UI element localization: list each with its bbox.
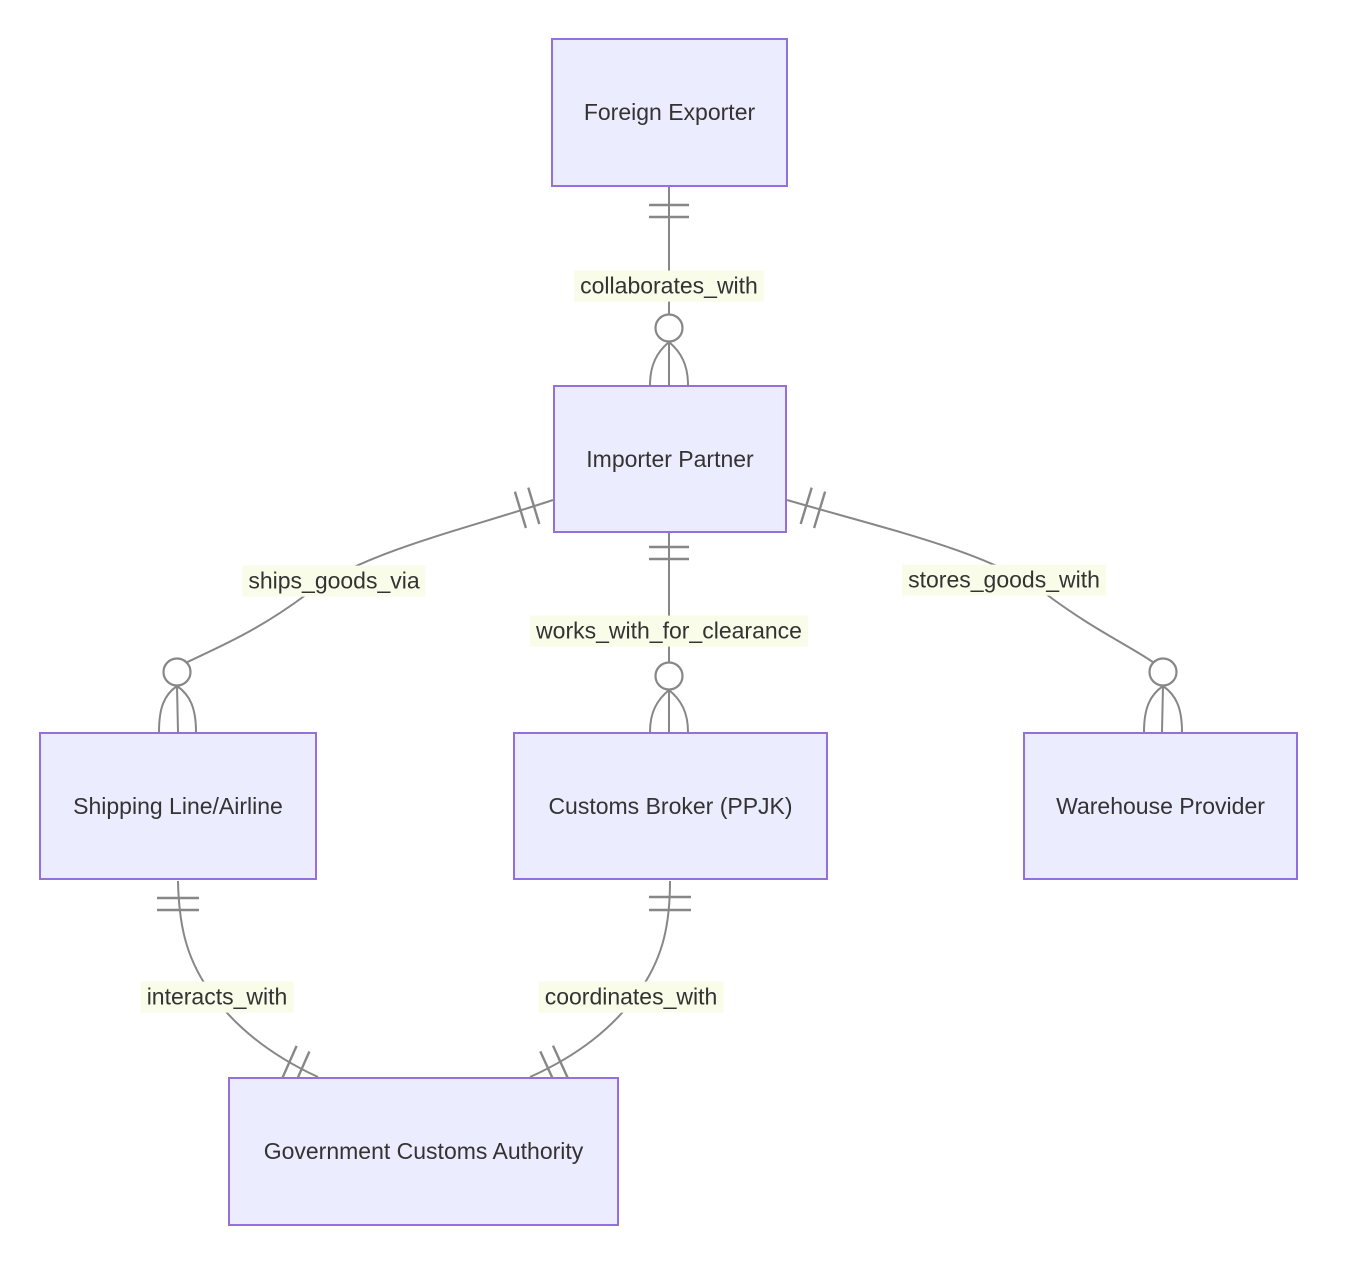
- crow-foot-many-marker: [649, 689, 689, 733]
- entity-customs-broker-ppjk: Customs Broker (PPJK): [513, 732, 828, 880]
- relationship-label-stores-goods-with: stores_goods_with: [902, 564, 1106, 596]
- relationship-label-coordinates-with: coordinates_with: [538, 981, 724, 1013]
- crow-foot-many-marker: [158, 685, 197, 733]
- crow-foot-many-marker: [1143, 685, 1183, 733]
- cardinality-exactly-one-marker: [513, 487, 541, 529]
- cardinality-exactly-one-marker: [799, 487, 827, 529]
- cardinality-zero-circle: [162, 657, 192, 687]
- relationship-label-ships-goods-via: ships_goods_via: [242, 565, 426, 597]
- cardinality-exactly-one-marker: [157, 896, 199, 912]
- entity-shipping-line-airline: Shipping Line/Airline: [39, 732, 317, 880]
- cardinality-exactly-one-marker: [649, 545, 689, 561]
- relationship-label-interacts-with: interacts_with: [140, 981, 294, 1013]
- relationship-stores-goods-with: [786, 487, 1183, 733]
- cardinality-zero-circle: [1148, 657, 1178, 687]
- entity-importer-partner: Importer Partner: [553, 385, 787, 533]
- cardinality-zero-circle: [654, 313, 684, 343]
- entity-government-customs-authority: Government Customs Authority: [228, 1077, 619, 1226]
- relationship-label-works-with-for-clearance: works_with_for_clearance: [530, 615, 808, 647]
- entity-foreign-exporter: Foreign Exporter: [551, 38, 788, 187]
- relationship-ships-goods-via: [158, 487, 554, 733]
- cardinality-exactly-one-marker: [649, 895, 691, 912]
- relationship-label-collaborates-with: collaborates_with: [574, 270, 764, 302]
- cardinality-exactly-one-marker: [649, 203, 689, 219]
- cardinality-zero-circle: [654, 661, 684, 691]
- crow-foot-many-marker: [649, 341, 689, 386]
- entity-warehouse-provider: Warehouse Provider: [1023, 732, 1298, 880]
